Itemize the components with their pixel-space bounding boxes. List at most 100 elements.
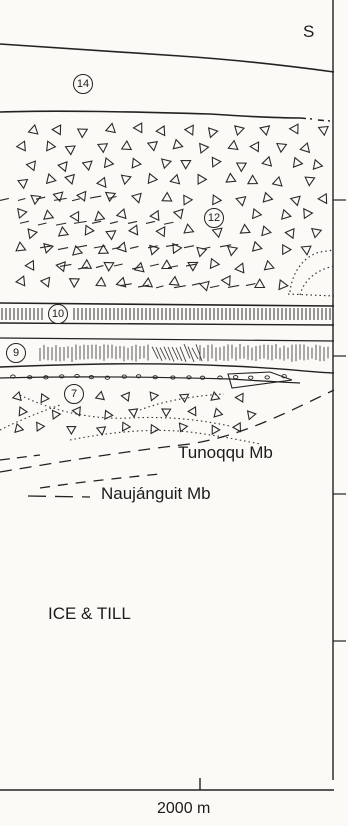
breccia-triangle xyxy=(162,409,171,417)
bedding-dash xyxy=(18,199,25,201)
breccia-triangle xyxy=(170,175,179,184)
unit-14-base-line xyxy=(0,111,300,118)
bedding-dash xyxy=(58,248,68,250)
breccia-triangle xyxy=(31,195,40,204)
hatch-line xyxy=(180,347,186,362)
breccia-triangle xyxy=(282,210,291,219)
breccia-triangle xyxy=(105,158,114,167)
breccia-triangle xyxy=(122,175,131,184)
bedding-dash xyxy=(36,197,45,199)
frame-ticks xyxy=(333,200,346,641)
bedding-dash xyxy=(110,222,118,224)
breccia-triangle xyxy=(44,210,53,219)
breccia-triangle xyxy=(156,227,165,237)
bedding-dash xyxy=(128,221,137,223)
dotted-lens-base xyxy=(288,294,334,296)
unit-7-dotted-curve-3 xyxy=(0,405,60,430)
breccia-triangle xyxy=(83,161,92,170)
bedding-dash xyxy=(74,221,87,223)
naujanguit-member-label: Naujánguit Mb xyxy=(101,484,211,504)
bedding-dash xyxy=(96,266,103,268)
breccia-triangle xyxy=(98,144,107,153)
breccia-triangle xyxy=(18,180,27,189)
breccia-triangle xyxy=(301,246,311,255)
breccia-triangle xyxy=(150,392,158,401)
breccia-triangle xyxy=(226,174,236,183)
breccia-triangle xyxy=(283,245,291,255)
breccia-triangle xyxy=(19,407,27,416)
hatch-line xyxy=(152,347,158,359)
bedding-dash xyxy=(38,223,47,225)
breccia-triangle xyxy=(27,161,36,170)
breccia-triangle xyxy=(106,231,116,240)
breccia-triangle xyxy=(52,125,60,135)
breccia-triangle xyxy=(66,146,76,155)
bedding-dash xyxy=(164,222,173,224)
breccia-triangle xyxy=(235,126,244,135)
unit-9-base-line xyxy=(0,364,334,373)
bedding-dash xyxy=(130,246,139,248)
bedding-dash xyxy=(184,246,194,248)
breccia-triangle xyxy=(13,392,21,400)
breccia-triangle xyxy=(96,392,105,400)
breccia-triangle xyxy=(312,229,321,238)
breccia-triangle xyxy=(277,144,287,153)
unit-7-dotted-curve-1 xyxy=(20,395,230,426)
breccia-triangle xyxy=(148,174,157,184)
breccia-triangle xyxy=(209,128,218,137)
bedding-dash xyxy=(40,246,52,248)
dotted-lens-outer xyxy=(290,250,334,292)
breccia-triangle xyxy=(179,423,187,432)
breccia-triangle xyxy=(200,144,209,154)
breccia-triangle xyxy=(213,228,222,237)
breccia-triangle xyxy=(162,159,171,168)
breccia-triangle xyxy=(200,281,209,290)
breccia-triangle xyxy=(188,407,196,416)
breccia-triangle xyxy=(318,194,326,204)
direction-label: S xyxy=(303,22,314,42)
unit-10-base-line xyxy=(0,323,334,325)
breccia-triangle xyxy=(291,196,300,205)
breccia-triangle xyxy=(47,141,56,151)
unit-12-label: 12 xyxy=(204,208,224,228)
bedding-dash xyxy=(90,196,101,198)
breccia-triangle xyxy=(181,161,191,169)
breccia-triangle xyxy=(279,280,288,290)
top-surface-line xyxy=(0,44,334,72)
breccia-triangle xyxy=(151,425,159,434)
unit-10-top-line xyxy=(0,303,334,306)
bedding-dash xyxy=(146,221,155,223)
scale-label: 2000 m xyxy=(157,800,210,818)
breccia-triangle xyxy=(132,193,141,202)
breccia-triangle xyxy=(255,279,265,287)
hatch-line xyxy=(172,347,178,360)
breccia-triangle xyxy=(156,126,165,136)
upper-dashed-contact xyxy=(0,455,40,460)
bedding-dash xyxy=(150,264,159,266)
breccia-triangle xyxy=(173,140,182,149)
breccia-triangle xyxy=(236,197,245,206)
bedding-dash xyxy=(210,286,219,288)
bedding-dash xyxy=(114,264,123,266)
breccia-triangle xyxy=(184,224,193,233)
breccia-triangle xyxy=(17,141,26,151)
unit-14-label: 14 xyxy=(73,74,93,94)
bedding-dash xyxy=(72,199,80,201)
breccia-triangle xyxy=(212,157,221,167)
naujanguit-label-dash xyxy=(28,496,90,497)
breccia-triangle xyxy=(265,261,274,270)
breccia-triangle xyxy=(117,209,126,218)
breccia-triangle xyxy=(95,212,104,221)
breccia-triangle xyxy=(150,211,159,221)
breccia-triangle xyxy=(228,141,238,150)
breccia-triangle xyxy=(29,125,38,134)
breccia-triangle xyxy=(248,411,256,420)
breccia-triangle xyxy=(41,277,50,286)
breccia-triangle xyxy=(313,160,322,169)
unit-9-label: 9 xyxy=(6,343,26,363)
breccia-triangle xyxy=(214,408,222,417)
bedding-dash xyxy=(60,264,71,266)
breccia-triangle xyxy=(18,209,27,218)
breccia-triangle xyxy=(16,242,26,251)
